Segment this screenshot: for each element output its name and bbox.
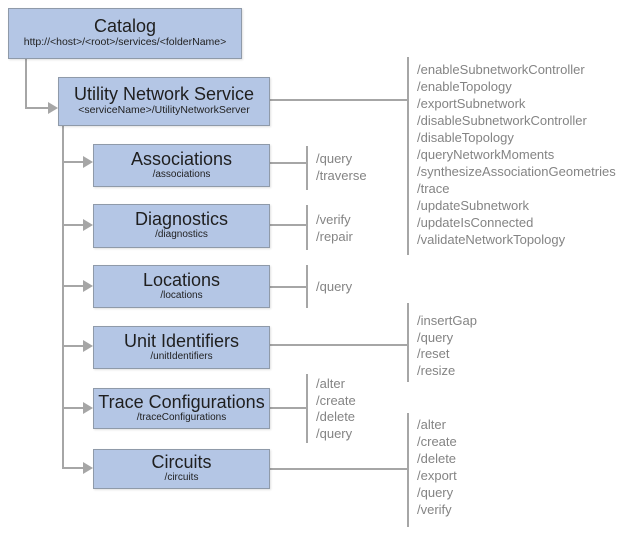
locations-title: Locations: [142, 269, 221, 290]
operation-label: /verify: [417, 502, 452, 517]
service-path: <serviceName>/UtilityNetworkServer: [78, 104, 250, 117]
connector-line: [270, 162, 307, 164]
connector-line: [62, 224, 83, 226]
trace-configurations-box: Trace Configurations /traceConfiguration…: [93, 388, 270, 429]
operations-bracket-line: [407, 57, 409, 255]
unit-identifiers-path: /unitIdentifiers: [150, 350, 213, 362]
operation-label: /query: [316, 151, 353, 166]
operation-label: /reset: [417, 346, 450, 362]
arrow-right-icon: [83, 402, 93, 414]
operation-label: /enableTopology: [417, 79, 512, 94]
operation-label: /repair: [316, 228, 353, 244]
operation-label: /queryNetworkMoments: [417, 147, 555, 162]
connector-line: [270, 224, 307, 226]
locations-operations-list: /query: [316, 278, 352, 295]
operations-bracket-line: [306, 265, 308, 308]
unit-identifiers-operations-list: /insertGap /query /reset /resize: [417, 313, 477, 379]
connector-line: [270, 468, 408, 470]
operation-label: /delete: [316, 409, 356, 425]
operation-label: /query: [417, 485, 454, 500]
operation-label: /alter: [316, 376, 345, 391]
connector-line: [270, 286, 307, 288]
connector-line: [270, 99, 408, 101]
associations-box: Associations /associations: [93, 144, 270, 187]
trace-configurations-operations-list: /alter /create /delete /query: [316, 376, 356, 442]
connector-trunk-line: [62, 126, 64, 469]
arrow-right-icon: [83, 156, 93, 168]
operation-label: /query: [316, 279, 353, 294]
operation-label: /export: [417, 468, 457, 483]
operation-label: /verify: [316, 212, 351, 227]
operation-label: /delete: [417, 451, 457, 466]
catalog-url: http://<host>/<root>/services/<folderNam…: [23, 36, 227, 49]
connector-line: [25, 107, 49, 109]
circuits-title: Circuits: [151, 452, 212, 473]
service-operations-list: /enableSubnetworkController /enableTopol…: [417, 61, 616, 248]
circuits-operations-list: /alter /create /delete /export /query /v…: [417, 416, 457, 518]
operation-label: /synthesizeAssociationGeometries: [417, 164, 616, 179]
operations-bracket-line: [407, 303, 409, 382]
connector-line: [270, 407, 307, 409]
arrow-right-icon: [48, 102, 58, 114]
connector-line: [270, 344, 408, 346]
operation-label: /traverse: [316, 167, 367, 183]
arrow-right-icon: [83, 219, 93, 231]
locations-box: Locations /locations: [93, 265, 270, 308]
operation-label: /disableTopology: [417, 130, 514, 145]
diagnostics-path: /diagnostics: [155, 229, 208, 241]
operations-bracket-line: [306, 205, 308, 250]
locations-path: /locations: [160, 289, 203, 301]
diagnostics-box: Diagnostics /diagnostics: [93, 204, 270, 248]
unit-identifiers-box: Unit Identifiers /unitIdentifiers: [93, 326, 270, 369]
catalog-box: Catalog http://<host>/<root>/services/<f…: [8, 8, 242, 59]
utility-network-service-box: Utility Network Service <serviceName>/Ut…: [58, 77, 270, 126]
operation-label: /query: [417, 329, 454, 345]
operations-bracket-line: [407, 413, 409, 527]
connector-line: [62, 345, 83, 347]
connector-line: [25, 59, 27, 108]
operation-label: /query: [316, 425, 353, 441]
operation-label: /enableSubnetworkController: [417, 62, 585, 77]
diagnostics-title: Diagnostics: [134, 209, 229, 230]
connector-line: [62, 407, 83, 409]
circuits-path: /circuits: [164, 472, 199, 484]
circuits-box: Circuits /circuits: [93, 449, 270, 489]
operation-label: /validateNetworkTopology: [417, 232, 566, 247]
operation-label: /disableSubnetworkController: [417, 113, 587, 128]
arrow-right-icon: [83, 462, 93, 474]
diagnostics-operations-list: /verify /repair: [316, 212, 353, 245]
operation-label: /updateSubnetwork: [417, 198, 530, 213]
service-title: Utility Network Service: [73, 84, 255, 105]
trace-configurations-title: Trace Configurations: [98, 391, 265, 412]
operations-bracket-line: [306, 146, 308, 190]
arrow-right-icon: [83, 280, 93, 292]
trace-configurations-path: /traceConfigurations: [136, 411, 227, 423]
connector-line: [62, 467, 83, 469]
operation-label: /alter: [417, 417, 446, 432]
operation-label: /resize: [417, 362, 456, 378]
operation-label: /exportSubnetwork: [417, 96, 526, 111]
operation-label: /create: [316, 392, 356, 408]
operation-label: /updateIsConnected: [417, 215, 534, 230]
associations-path: /associations: [152, 168, 211, 180]
operation-label: /create: [417, 434, 457, 449]
associations-title: Associations: [130, 148, 233, 169]
catalog-title: Catalog: [93, 16, 157, 37]
operation-label: /trace: [417, 181, 450, 196]
operation-label: /insertGap: [417, 313, 477, 328]
connector-line: [62, 285, 83, 287]
operations-bracket-line: [306, 374, 308, 443]
arrow-right-icon: [83, 340, 93, 352]
connector-line: [62, 161, 83, 163]
associations-operations-list: /query /traverse: [316, 151, 367, 184]
unit-identifiers-title: Unit Identifiers: [123, 330, 240, 351]
